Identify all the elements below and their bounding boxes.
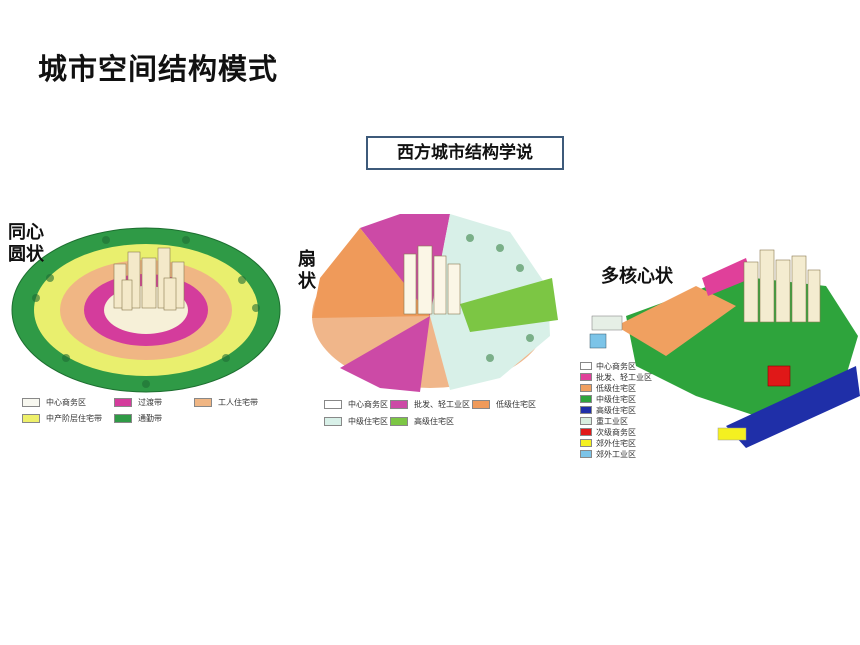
sector-model-illustration [300,208,560,402]
legend-swatch [580,439,592,447]
legend-item: 中级住宅区 [324,416,388,427]
legend-swatch [114,414,132,423]
legend-item: 批发、轻工业区 [580,372,670,382]
legend-item: 中心商务区 [22,397,86,408]
legend-item: 郊外工业区 [580,449,670,459]
legend-item: 过渡带 [114,397,162,408]
legend-item: 批发、轻工业区 [390,399,470,410]
legend-swatch [580,373,592,381]
legend-swatch [390,400,408,409]
legend-item: 高级住宅区 [390,416,454,427]
legend-swatch [324,400,342,409]
legend-swatch [472,400,490,409]
legend-item: 工人住宅带 [194,397,258,408]
legend-swatch [580,384,592,392]
multinuclei-model-illustration [576,226,860,462]
concentric-model-label: 同心圆状 [8,222,44,265]
legend-swatch [194,398,212,407]
sector-legend: 中心商务区 批发、轻工业区 低级住宅区 中级住宅区 高级住宅区 [324,399,564,429]
multinuclei-model-label: 多核心状 [601,266,673,287]
legend-item: 中产阶层住宅带 [22,413,102,424]
subtitle-box: 西方城市结构学说 [366,136,564,170]
legend-item: 低级住宅区 [472,399,536,410]
concentric-model-illustration [6,218,286,402]
multinuclei-legend: 中心商务区 批发、轻工业区 低级住宅区 中级住宅区 高级住宅区 重工业区 次级商… [580,361,670,460]
legend-item: 低级住宅区 [580,383,670,393]
legend-swatch [22,414,40,423]
legend-swatch [580,406,592,414]
sector-model-label: 扇状 [298,249,316,292]
legend-item: 通勤带 [114,413,162,424]
legend-item: 中级住宅区 [580,394,670,404]
legend-swatch [580,428,592,436]
legend-item: 中心商务区 [580,361,670,371]
legend-swatch [580,395,592,403]
legend-swatch [22,398,40,407]
legend-item: 郊外住宅区 [580,438,670,448]
legend-swatch [580,417,592,425]
legend-swatch [580,450,592,458]
legend-swatch [390,417,408,426]
concentric-legend: 中心商务区 过渡带 工人住宅带 中产阶层住宅带 通勤带 [22,397,282,427]
legend-item: 高级住宅区 [580,405,670,415]
legend-swatch [324,417,342,426]
legend-item: 中心商务区 [324,399,388,410]
page-title: 城市空间结构模式 [38,52,279,86]
legend-swatch [580,362,592,370]
legend-item: 重工业区 [580,416,670,426]
legend-swatch [114,398,132,407]
legend-item: 次级商务区 [580,427,670,437]
